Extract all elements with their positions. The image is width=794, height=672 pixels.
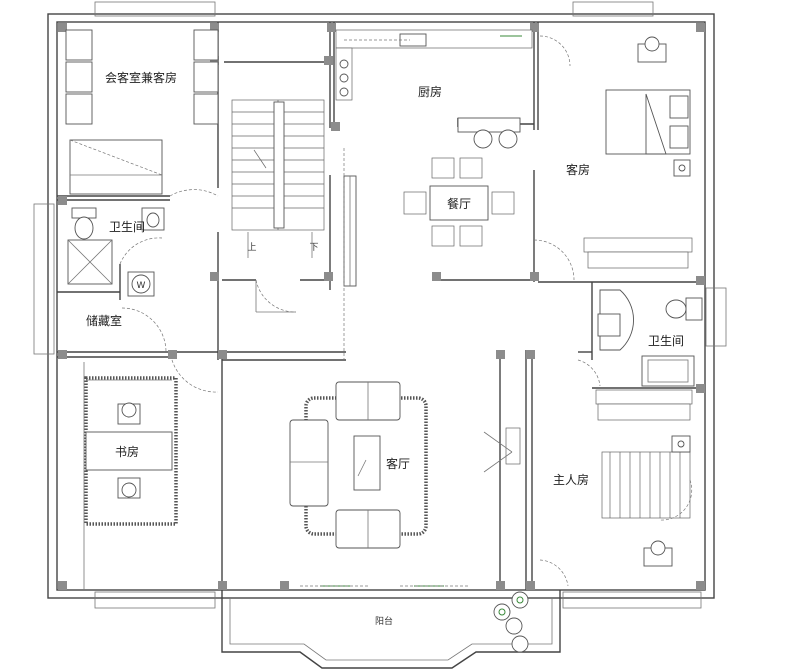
stair-up-label: 上 [247, 242, 256, 253]
guest-meeting-room: 会客室兼客房 [65, 29, 219, 197]
room-label-study: 书房 [115, 444, 139, 459]
bathroom-west: W 卫生间 [67, 207, 165, 297]
room-label-guest-room: 客房 [566, 162, 590, 177]
room-label-living: 客厅 [386, 456, 410, 471]
study: 书房 [84, 359, 219, 526]
balcony: 阳台 [221, 585, 561, 669]
room-label-master: 主人房 [553, 472, 589, 487]
room-label-guest-meeting: 会客室兼客房 [105, 70, 177, 85]
kitchen: 厨房 [335, 29, 533, 149]
room-label-kitchen: 厨房 [418, 84, 442, 99]
storage-room: 储藏室 [86, 307, 167, 353]
living-room: 客厅 [289, 381, 428, 549]
master-room: 主人房 [483, 389, 693, 587]
guest-room: 客房 [533, 35, 693, 281]
room-label-storage: 储藏室 [86, 313, 122, 328]
dining: 餐厅 [343, 148, 515, 360]
stair-down-label: 下 [309, 243, 318, 253]
room-label-bathroom-west: 卫生间 [109, 220, 145, 234]
room-label-dining: 餐厅 [447, 196, 471, 211]
room-label-balcony: 阳台 [375, 615, 393, 627]
room-label-bathroom-east: 卫生间 [648, 334, 684, 348]
bathroom-east: 卫生间 [577, 289, 703, 387]
outer-walls [33, 1, 727, 609]
staircase: 上 下 [231, 99, 325, 313]
svg-text:W: W [137, 281, 146, 291]
